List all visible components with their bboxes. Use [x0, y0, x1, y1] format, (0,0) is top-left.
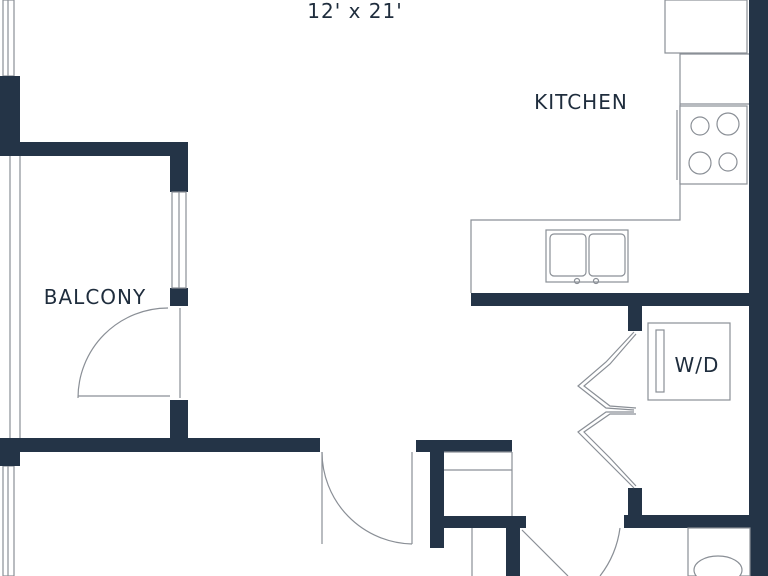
toilet — [687, 527, 751, 576]
left-exterior-window-balcony — [9, 156, 21, 440]
entry-door[interactable] — [321, 451, 413, 545]
laundry-bifold-doors[interactable] — [577, 331, 637, 489]
kitchen-sink — [545, 229, 629, 285]
kitchen-label: KITCHEN — [534, 90, 628, 114]
balcony-window — [171, 191, 187, 289]
left-exterior-window-upper — [2, 0, 15, 77]
living-room-dimensions: 12' x 21' — [307, 0, 402, 23]
closet — [444, 451, 513, 516]
washer-dryer — [647, 322, 731, 401]
washer-dryer-label: W/D — [675, 353, 720, 377]
balcony-door[interactable] — [77, 307, 181, 399]
balcony-label: BALCONY — [44, 285, 146, 309]
refrigerator — [664, 0, 748, 54]
range — [676, 105, 748, 185]
bathroom-door[interactable] — [471, 527, 621, 576]
left-exterior-window-lower — [2, 465, 15, 576]
